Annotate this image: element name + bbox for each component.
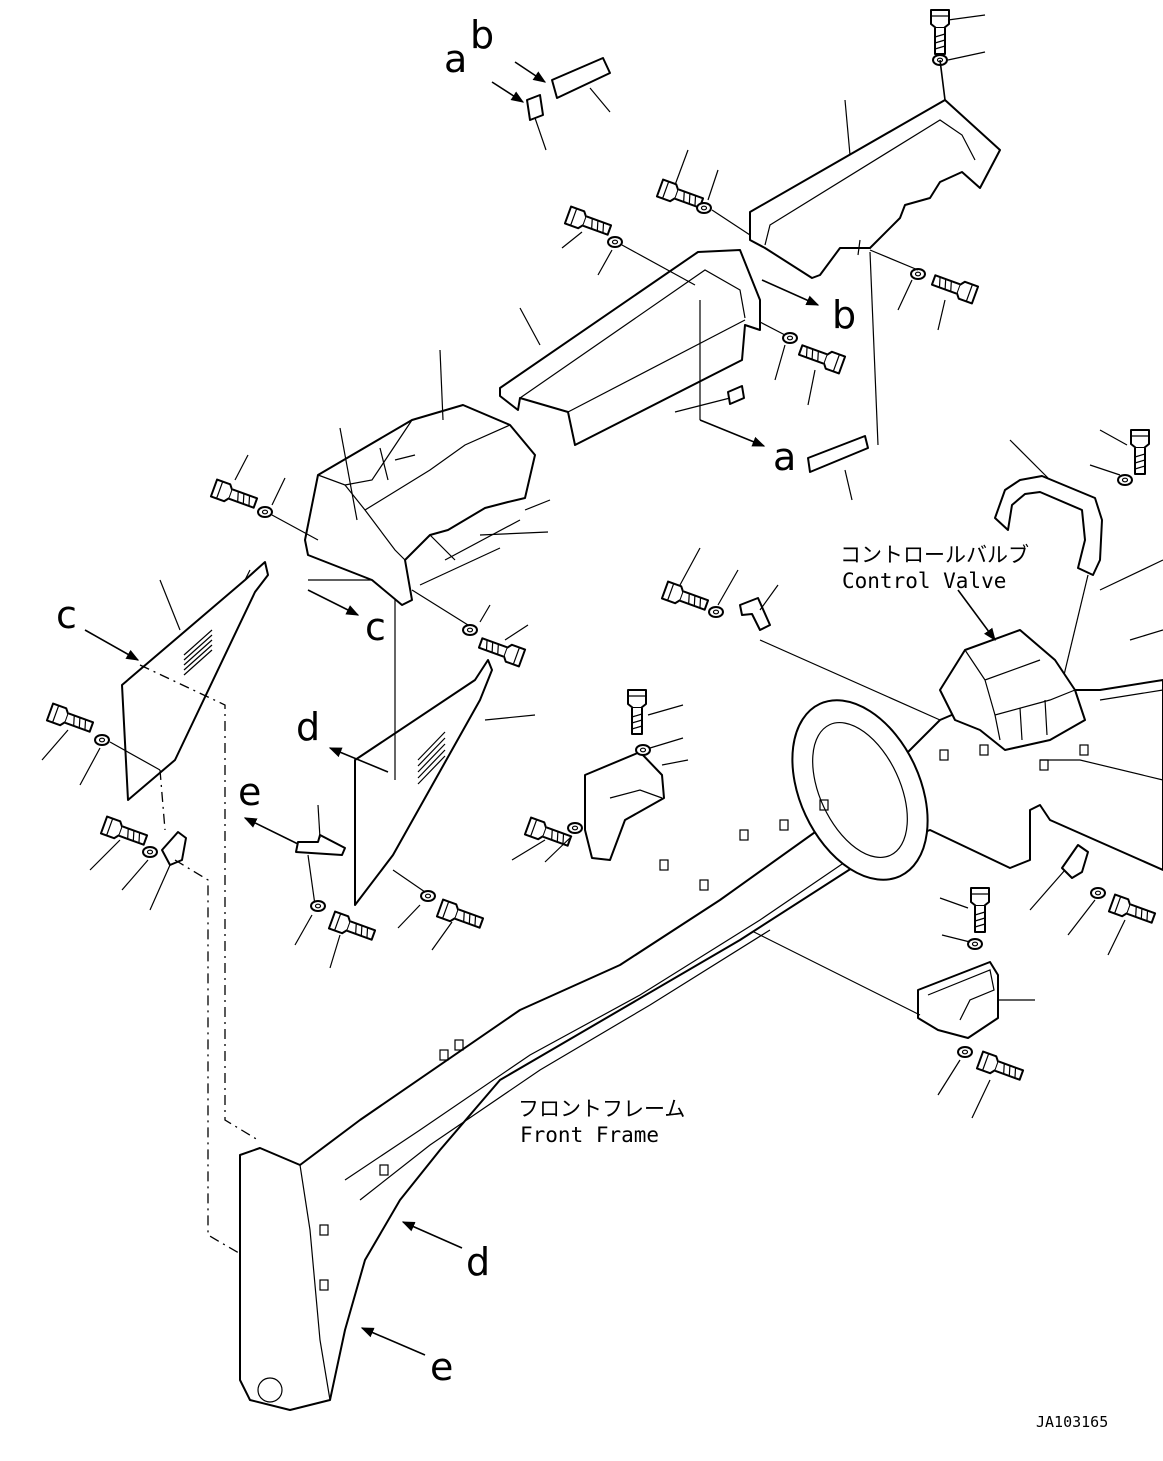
callout-d-bottom: d xyxy=(466,1240,490,1284)
callout-a-top: a xyxy=(444,37,467,81)
front-frame-label-jp: フロントフレーム xyxy=(518,1097,685,1121)
center-bracket xyxy=(584,751,665,861)
callout-e-bottom: e xyxy=(430,1345,453,1389)
rear-top-cover xyxy=(749,99,1001,279)
control-valve-label-jp: コントロールバルブ xyxy=(840,543,1029,567)
lower-right-cover xyxy=(917,961,999,1039)
side-panel-left xyxy=(121,561,269,801)
valve-bracket xyxy=(994,475,1103,576)
drawing-code: JA103165 xyxy=(1036,1413,1108,1431)
control-valve-label-en: Control Valve xyxy=(842,569,1006,593)
cover-bolt-top-right xyxy=(930,9,950,55)
control-valve xyxy=(939,629,1086,751)
callout-d-mid: d xyxy=(296,705,320,749)
callout-c-left: c xyxy=(56,593,77,637)
front-frame xyxy=(239,559,1163,1411)
side-panel-right xyxy=(354,659,493,906)
front-top-cover xyxy=(304,404,536,606)
callout-c-mid: c xyxy=(365,605,386,649)
callout-b-top: b xyxy=(470,13,494,57)
middle-top-cover xyxy=(499,249,761,446)
front-frame-label-en: Front Frame xyxy=(520,1123,659,1147)
strip-b xyxy=(551,57,611,99)
callout-a-mid: a xyxy=(773,435,796,479)
callout-e-mid: e xyxy=(238,770,261,814)
callout-b-mid: b xyxy=(832,293,856,337)
plate-a xyxy=(526,94,544,121)
